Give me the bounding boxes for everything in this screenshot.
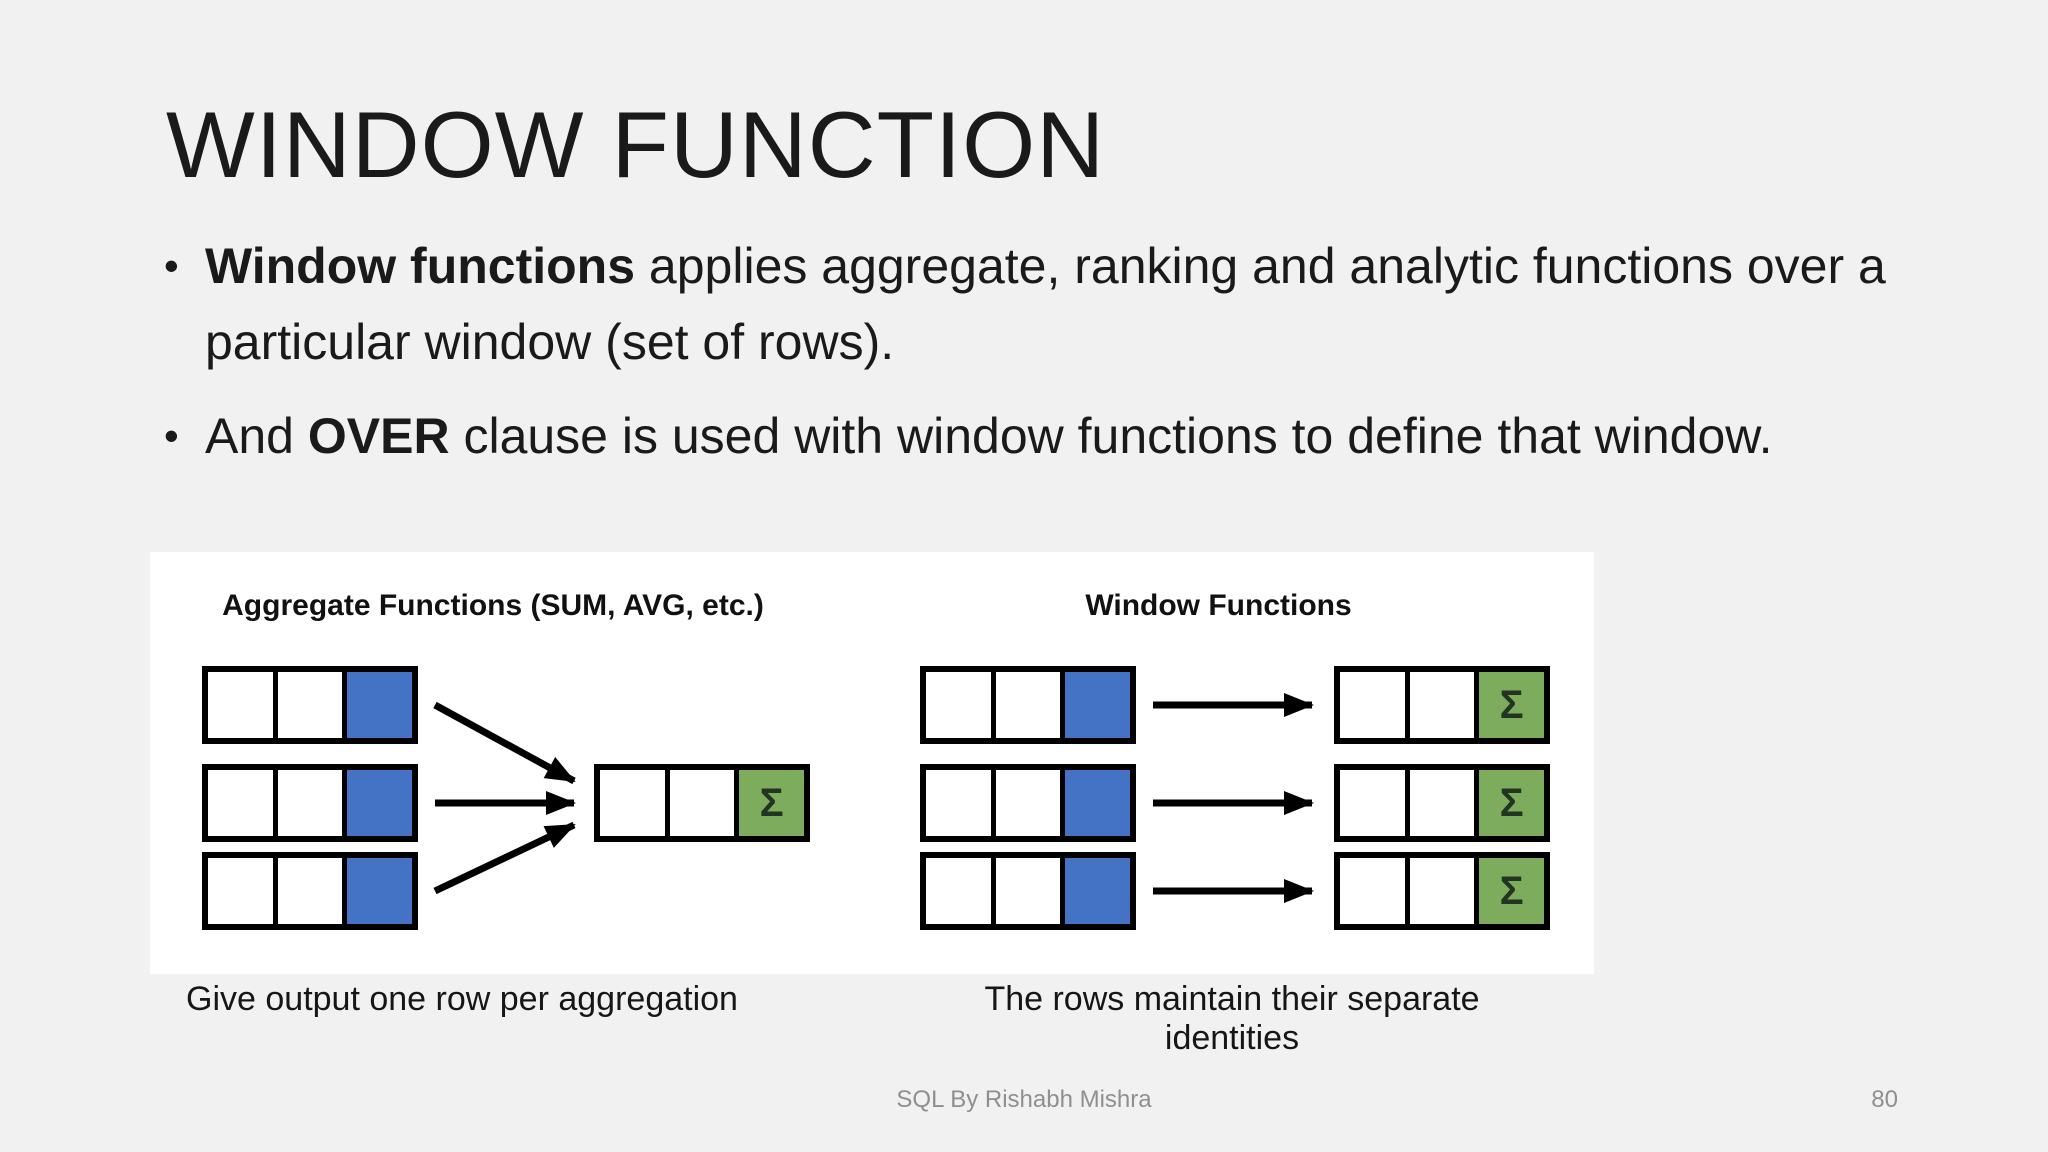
arrow (433, 821, 576, 895)
cell (1340, 858, 1410, 924)
bullet-marker: • (164, 242, 179, 289)
cell (1409, 672, 1480, 738)
page-number: 80 (1871, 1086, 1898, 1113)
window-functions-heading: Window Functions (1085, 589, 1352, 622)
sigma-cell: Σ (739, 770, 805, 836)
footer-credit: SQL By Rishabh Mishra (896, 1086, 1152, 1113)
cell (1340, 672, 1410, 738)
cell (995, 858, 1066, 924)
highlight-cell (1065, 672, 1131, 738)
cell (926, 672, 996, 738)
cell (1340, 770, 1410, 836)
sigma-cell: Σ (1479, 672, 1545, 738)
cell (277, 858, 348, 924)
bullet-text-post: clause is used with window functions to … (449, 408, 1773, 464)
page-title: WINDOW FUNCTION (166, 92, 1106, 197)
aggregate-output-row: Σ (594, 764, 810, 842)
cell (600, 770, 670, 836)
cell (208, 858, 278, 924)
cell (995, 672, 1066, 738)
aggregate-source-row (202, 764, 418, 842)
cell (926, 770, 996, 836)
window-source-row (920, 852, 1136, 930)
highlight-cell (1065, 858, 1131, 924)
cell (926, 858, 996, 924)
bullet-list: • Window functions applies aggregate, ra… (164, 228, 1888, 474)
highlight-cell (347, 672, 413, 738)
cell (1409, 858, 1480, 924)
highlight-cell (347, 770, 413, 836)
aggregate-caption: Give output one row per aggregation (186, 980, 738, 1018)
bullet-text-bold: OVER (307, 408, 450, 464)
bullet-text-bold: Window functions (205, 238, 636, 294)
window-result-row: Σ (1334, 666, 1550, 744)
window-source-row (920, 764, 1136, 842)
bullet-item: • Window functions applies aggregate, ra… (164, 228, 1888, 380)
highlight-cell (1065, 770, 1131, 836)
aggregate-functions-heading: Aggregate Functions (SUM, AVG, etc.) (222, 589, 764, 622)
cell (277, 672, 348, 738)
cell (208, 672, 278, 738)
sigma-cell: Σ (1479, 858, 1545, 924)
highlight-cell (347, 858, 413, 924)
bullet-marker: • (164, 412, 179, 459)
bullet-text-pre: And (205, 408, 308, 464)
aggregate-flow-arrows (433, 701, 576, 895)
bullet-text-post: applies aggregate, ranking and analytic … (205, 238, 1886, 370)
window-source-row (920, 666, 1136, 744)
cell (277, 770, 348, 836)
window-caption: The rows maintain their separate identit… (984, 980, 1480, 1057)
cell (669, 770, 740, 836)
aggregate-source-row (202, 666, 418, 744)
bullet-text: Window functions applies aggregate, rank… (205, 228, 1888, 380)
cell (208, 770, 278, 836)
diagram-panel: Aggregate Functions (SUM, AVG, etc.) Win… (150, 552, 1594, 974)
arrow (433, 701, 576, 785)
window-flow-arrows (1153, 693, 1314, 903)
cell (1409, 770, 1480, 836)
window-result-row: Σ (1334, 764, 1550, 842)
window-result-row: Σ (1334, 852, 1550, 930)
bullet-item: • And OVER clause is used with window fu… (164, 398, 1888, 474)
cell (995, 770, 1066, 836)
sigma-cell: Σ (1479, 770, 1545, 836)
bullet-text: And OVER clause is used with window func… (205, 398, 1773, 474)
aggregate-source-row (202, 852, 418, 930)
